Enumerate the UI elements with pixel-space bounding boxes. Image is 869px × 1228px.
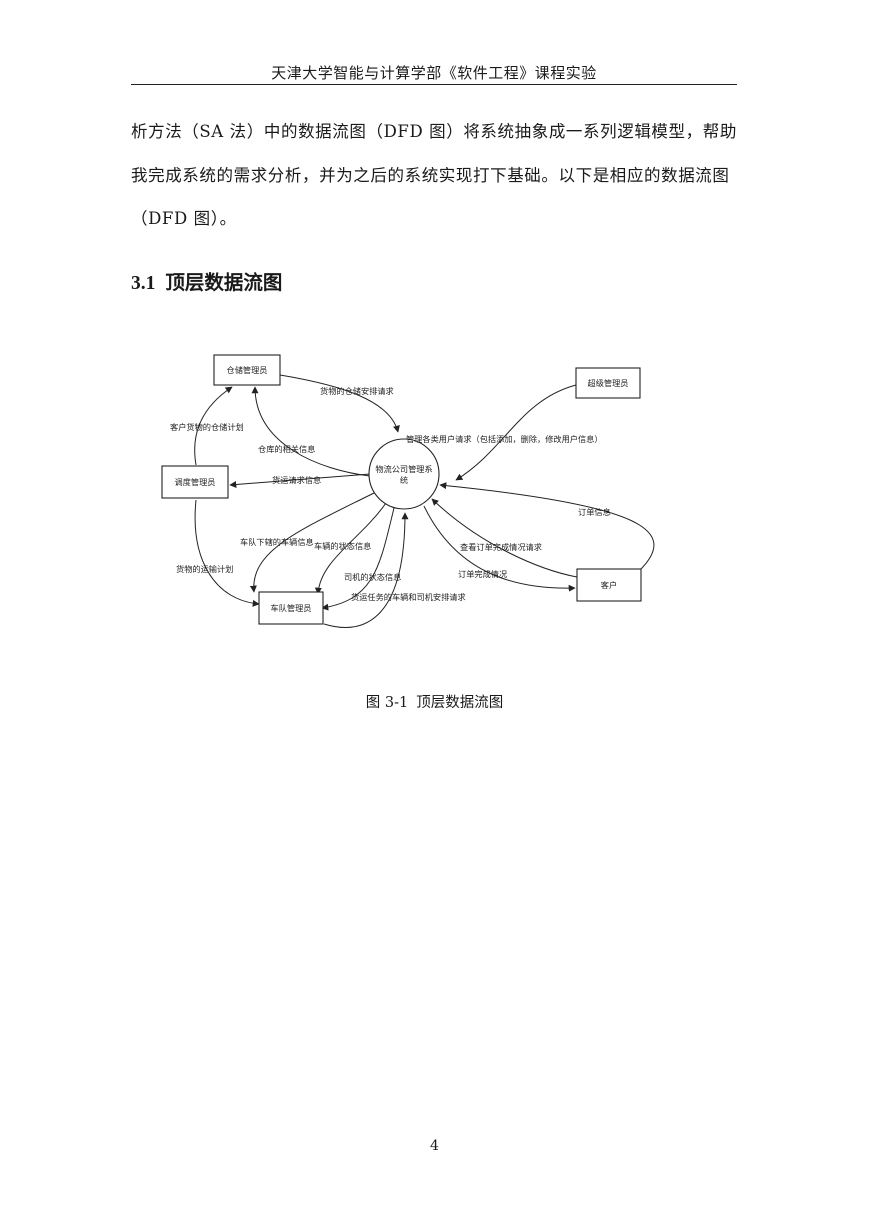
flow-vehicle-status-arrow: [314, 502, 387, 595]
label-manage-users: 管理各类用户请求（包括添加，删除，修改用户信息）: [406, 434, 603, 444]
label-fleet-vehicle-info: 车队下辖的车辆信息: [240, 537, 314, 547]
flow-storage-request-arrow: [279, 374, 400, 433]
node-customer: 客户: [576, 568, 642, 602]
page-number: 4: [430, 1138, 439, 1154]
figure-title: 顶层数据流图: [416, 695, 504, 711]
figure-caption: 图 3-1 顶层数据流图: [0, 691, 869, 712]
svg-text:超级管理员: 超级管理员: [588, 378, 629, 388]
node-warehouse-admin: 仓储管理员: [213, 354, 281, 386]
section-title: 顶层数据流图: [165, 271, 283, 294]
label-customer-storage-plan: 客户货物的仓储计划: [170, 422, 244, 432]
flow-order-status-arrow: [423, 505, 576, 592]
label-shipping-request: 货运请求信息: [272, 475, 321, 485]
node-logistics-system: 物流公司管理系 统: [368, 438, 440, 510]
flow-order-query-arrow: [431, 498, 578, 578]
flow-customer-storage-plan-arrow: [194, 386, 233, 466]
flow-order-info-arrow: [439, 482, 655, 571]
label-transport-plan: 货物的运输计划: [176, 564, 233, 574]
header-rule: [131, 84, 737, 85]
flow-manage-users-arrow: [455, 384, 577, 481]
label-vehicle-driver-request: 货运任务的车辆和司机安排请求: [351, 592, 466, 602]
body-paragraph: 析方法（SA 法）中的数据流图（DFD 图）将系统抽象成一系列逻辑模型，帮助我完…: [131, 122, 737, 228]
svg-text:物流公司管理系: 物流公司管理系: [375, 464, 432, 474]
label-driver-status: 司机的状态信息: [344, 572, 401, 582]
section-number: 3.1: [131, 273, 156, 294]
figure-number: 图 3-1: [365, 695, 409, 711]
flow-fleet-vehicle-info-arrow: [249, 491, 377, 593]
section-heading: 3.1 顶层数据流图: [131, 266, 282, 295]
svg-text:仓储管理员: 仓储管理员: [227, 365, 268, 375]
svg-text:统: 统: [400, 475, 408, 485]
label-order-query: 查看订单完成情况请求: [460, 542, 542, 552]
label-order-info: 订单信息: [578, 507, 611, 517]
node-super-admin: 超级管理员: [575, 367, 641, 399]
page-header: 天津大学智能与计算学部《软件工程》课程实验: [271, 64, 597, 82]
dfd-diagram: 仓储管理员 超级管理员 调度管理员 物流公司管理系 统 车队管理员 客户 货物的…: [161, 354, 655, 628]
svg-text:调度管理员: 调度管理员: [175, 477, 216, 487]
svg-text:车队管理员: 车队管理员: [271, 603, 312, 613]
node-fleet-admin: 车队管理员: [258, 591, 324, 625]
label-vehicle-status: 车辆的状态信息: [314, 541, 371, 551]
label-warehouse-info: 仓库的相关信息: [258, 444, 315, 454]
label-order-status: 订单完成情况: [458, 569, 507, 579]
flow-warehouse-info-arrow: [251, 386, 371, 477]
label-storage-request: 货物的仓储安排请求: [320, 386, 394, 396]
flow-transport-plan-arrow: [194, 499, 260, 607]
flow-vehicle-driver-request-arrow: [323, 512, 409, 628]
flow-driver-status-arrow: [321, 507, 395, 611]
svg-text:客户: 客户: [601, 580, 617, 590]
flow-shipping-request-arrow: [229, 473, 371, 489]
node-dispatch-admin: 调度管理员: [161, 465, 229, 499]
